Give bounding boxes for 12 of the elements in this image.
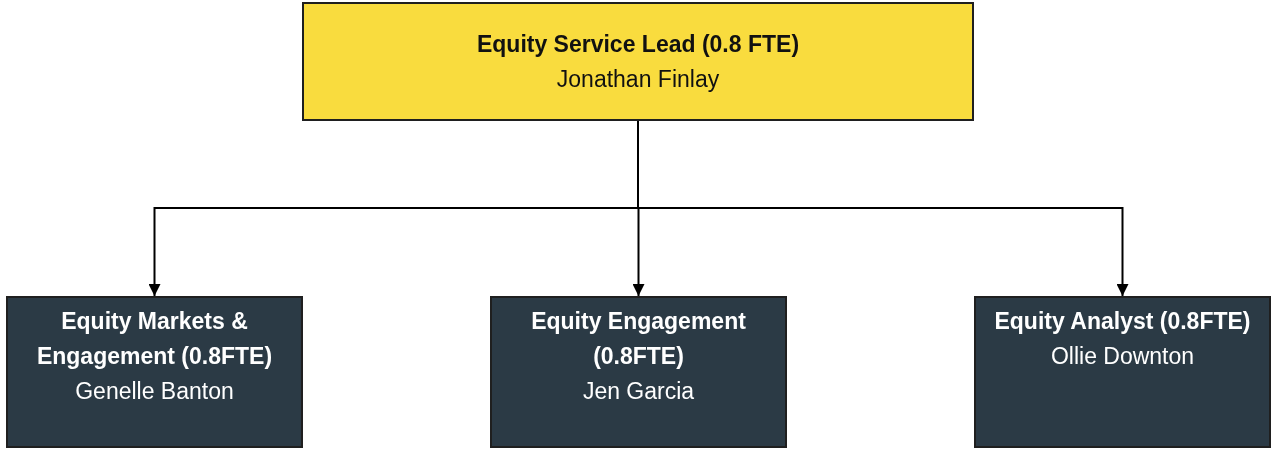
role-box: [490, 296, 787, 448]
role-title: Equity Markets & Engagement (0.8FTE): [35, 307, 274, 371]
role-box: [974, 296, 1271, 448]
lead-role-box: [302, 2, 974, 121]
person-name: Genelle Banton: [75, 377, 234, 406]
role-title: Equity Service Lead (0.8 FTE): [476, 29, 800, 59]
person-name: Ollie Downton: [1050, 342, 1195, 371]
role-title: Equity Analyst (0.8FTE): [994, 307, 1251, 336]
role-title: Equity Engagement (0.8FTE): [530, 307, 747, 371]
person-name: Jen Garcia: [582, 377, 695, 406]
person-name: Jonathan Finlay: [556, 64, 720, 94]
role-box: [6, 296, 303, 448]
